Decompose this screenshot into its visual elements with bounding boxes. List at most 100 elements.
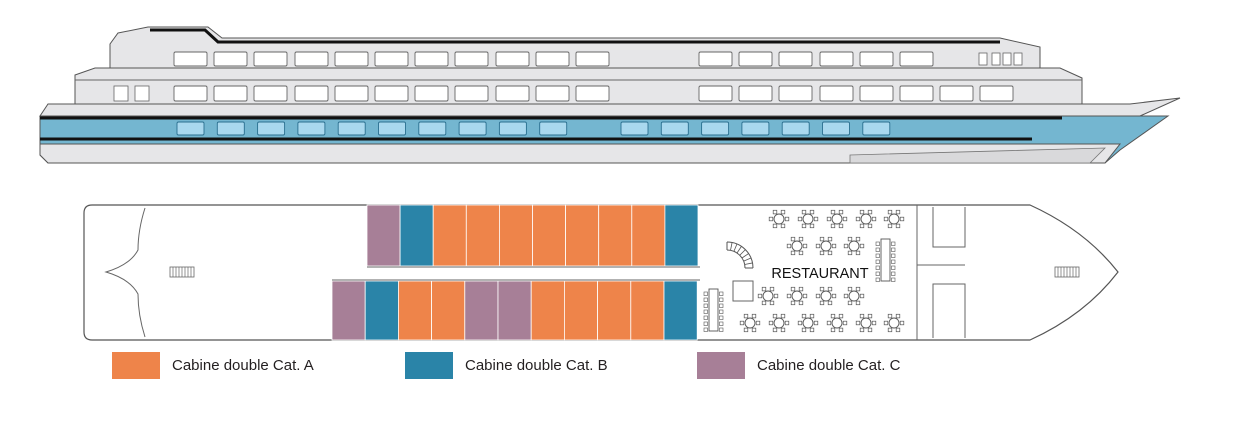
stern-stairs bbox=[169, 266, 195, 278]
hull-porthole bbox=[257, 121, 286, 136]
cabin-cat-a bbox=[597, 280, 632, 341]
cabin-cat-c bbox=[497, 280, 532, 341]
upper-deck-window bbox=[819, 85, 854, 102]
restaurant-table bbox=[883, 209, 905, 229]
upper-deck-window bbox=[939, 85, 974, 102]
sun-deck-window bbox=[414, 51, 449, 67]
cabin-cat-a bbox=[397, 280, 432, 341]
restaurant-table bbox=[826, 313, 848, 333]
cabin-cat-a bbox=[631, 204, 666, 267]
hull-porthole bbox=[862, 121, 891, 136]
cabin-cat-b bbox=[399, 204, 434, 267]
upper-deck-door bbox=[134, 85, 150, 102]
service-room bbox=[732, 280, 754, 302]
hull-porthole bbox=[781, 121, 810, 136]
hull-bow-tip bbox=[849, 147, 1106, 164]
sun-deck-small-window bbox=[991, 52, 1001, 66]
upper-deck-window bbox=[979, 85, 1014, 102]
restaurant-table bbox=[786, 286, 808, 306]
sun-deck-railing bbox=[150, 28, 1000, 44]
cabin-cat-b bbox=[663, 280, 698, 341]
sun-deck-window bbox=[294, 51, 329, 67]
legend-swatch-cat-c bbox=[697, 351, 745, 379]
hull-porthole bbox=[620, 121, 649, 136]
upper-deck-window bbox=[778, 85, 813, 102]
upper-deck-window bbox=[535, 85, 570, 102]
restaurant-table bbox=[883, 313, 905, 333]
banquet-table bbox=[703, 288, 724, 332]
restaurant-table bbox=[797, 313, 819, 333]
cabin-cat-c bbox=[331, 280, 366, 341]
cabin-cat-b bbox=[364, 280, 399, 341]
cabin-cat-a bbox=[465, 204, 500, 267]
restaurant-table bbox=[826, 209, 848, 229]
ship-side-view bbox=[39, 26, 1181, 164]
upper-deck-door bbox=[113, 85, 129, 102]
sun-deck-small-window bbox=[1013, 52, 1023, 66]
restaurant-table bbox=[815, 286, 837, 306]
cabin-cat-a bbox=[630, 280, 665, 341]
restaurant-table bbox=[768, 209, 790, 229]
upper-deck-window bbox=[575, 85, 610, 102]
hull-porthole bbox=[297, 121, 326, 136]
restaurant-table bbox=[768, 313, 790, 333]
sun-deck-window bbox=[698, 51, 733, 67]
restaurant-table bbox=[855, 313, 877, 333]
cabin-cat-a bbox=[532, 204, 566, 267]
restaurant-table bbox=[797, 209, 819, 229]
upper-deck-window bbox=[899, 85, 934, 102]
sun-deck-window bbox=[334, 51, 369, 67]
legend-cat-a: Cabine double Cat. A bbox=[112, 351, 314, 379]
upper-deck-window bbox=[738, 85, 773, 102]
galley-room-bottom bbox=[932, 283, 966, 338]
restaurant-table bbox=[843, 286, 865, 306]
sun-deck-window bbox=[859, 51, 894, 67]
restaurant-table bbox=[757, 286, 779, 306]
sun-deck-window bbox=[454, 51, 489, 67]
main-deck bbox=[39, 97, 1181, 117]
restaurant-table bbox=[739, 313, 761, 333]
cabin-cat-a bbox=[530, 280, 565, 341]
legend-swatch-cat-b bbox=[405, 351, 453, 379]
upper-deck-window bbox=[454, 85, 489, 102]
legend-cat-b: Cabine double Cat. B bbox=[405, 351, 608, 379]
hull-porthole bbox=[216, 121, 245, 136]
upper-deck-window bbox=[414, 85, 449, 102]
sun-deck-window bbox=[535, 51, 570, 67]
cabin-cat-b bbox=[664, 204, 699, 267]
bow-stairs bbox=[1054, 266, 1080, 278]
upper-deck-window bbox=[334, 85, 369, 102]
restaurant-table bbox=[786, 236, 808, 256]
sun-deck-window bbox=[899, 51, 934, 67]
banquet-table bbox=[875, 238, 896, 282]
upper-deck-window bbox=[173, 85, 208, 102]
upper-deck-window bbox=[859, 85, 894, 102]
upper-deck-window bbox=[213, 85, 248, 102]
sun-deck-small-window bbox=[1002, 52, 1012, 66]
upper-deck-window bbox=[294, 85, 329, 102]
hull-porthole bbox=[822, 121, 850, 136]
legend-label-cat-c: Cabine double Cat. C bbox=[757, 356, 901, 374]
cabin-cat-a bbox=[432, 204, 467, 267]
upper-deck-window bbox=[495, 85, 530, 102]
restaurant-label: RESTAURANT bbox=[771, 266, 868, 282]
legend-cat-c: Cabine double Cat. C bbox=[697, 351, 900, 379]
spiral-staircase bbox=[726, 241, 754, 269]
sun-deck-window bbox=[374, 51, 409, 67]
hull-porthole bbox=[539, 121, 568, 136]
hull-porthole bbox=[418, 121, 447, 136]
galley-room-top bbox=[932, 207, 966, 248]
deck-plan: RESTAURANT bbox=[83, 204, 1119, 341]
sun-deck-window bbox=[495, 51, 530, 67]
upper-deck-window bbox=[374, 85, 409, 102]
cabin-cat-a bbox=[565, 204, 600, 267]
hull-porthole bbox=[741, 121, 770, 136]
hull-porthole bbox=[660, 121, 689, 136]
sun-deck-window bbox=[575, 51, 610, 67]
stern-inner-curve bbox=[104, 207, 146, 338]
sun-deck-window bbox=[173, 51, 208, 67]
cabin-cat-c bbox=[366, 204, 401, 267]
cabin-cat-a bbox=[498, 204, 533, 267]
hull-porthole bbox=[378, 121, 406, 136]
